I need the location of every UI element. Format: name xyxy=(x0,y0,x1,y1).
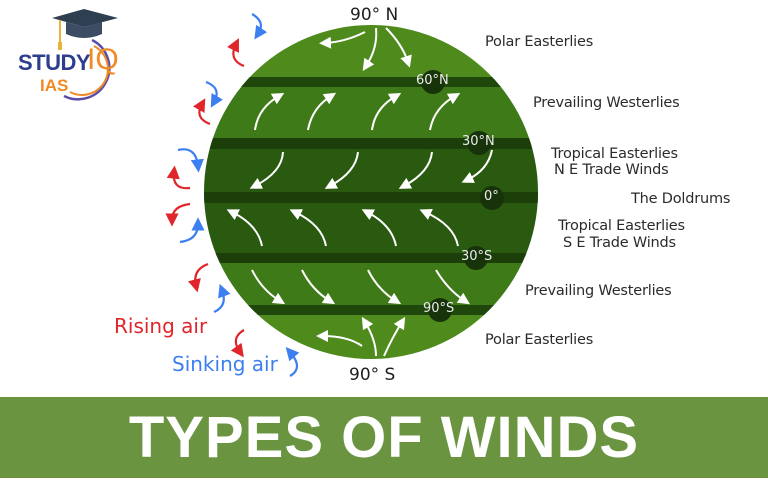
title-banner: TYPES OF WINDS xyxy=(0,397,768,478)
zone-polar-easterlies-north: Polar Easterlies xyxy=(485,34,594,50)
zone-prevailing-westerlies-south: Prevailing Westerlies xyxy=(525,283,672,299)
north-pole-label: 90° N xyxy=(350,5,399,25)
south-pole-label: 90° S xyxy=(349,365,396,385)
zone-polar-easterlies-south: Polar Easterlies xyxy=(485,332,594,348)
band-30s xyxy=(204,253,538,263)
zone-tropical-easterlies-north: Tropical Easterlies xyxy=(551,146,678,162)
zone-ne-trade-winds: N E Trade Winds xyxy=(554,162,669,178)
zone-tropical-easterlies-south: Tropical Easterlies xyxy=(558,218,685,234)
band-30n xyxy=(204,138,538,149)
study-iq-logo: STUDY IQ IAS xyxy=(14,6,134,106)
band-90s xyxy=(204,305,538,315)
globe xyxy=(204,25,538,359)
logo-iq-text: IQ xyxy=(87,43,119,76)
marker-90s: 90°S xyxy=(423,301,455,316)
logo-ias-text: IAS xyxy=(40,76,69,95)
zone-doldrums: The Doldrums xyxy=(631,191,731,207)
zone-prevailing-westerlies-north: Prevailing Westerlies xyxy=(533,95,680,111)
marker-30n: 30°N xyxy=(462,134,495,149)
graduation-cap-icon xyxy=(52,9,118,101)
logo-study-text: STUDY xyxy=(18,50,91,75)
latitude-markers xyxy=(421,70,504,322)
banner-title: TYPES OF WINDS xyxy=(128,404,640,470)
legend-sinking-air: Sinking air xyxy=(172,352,278,376)
marker-60n: 60°N xyxy=(416,73,449,88)
band-equator xyxy=(204,192,538,203)
zone-se-trade-winds: S E Trade Winds xyxy=(563,235,676,251)
marker-equator: 0° xyxy=(484,189,499,204)
globe-diagram xyxy=(165,13,538,377)
marker-30s: 30°S xyxy=(461,249,493,264)
legend-rising-air: Rising air xyxy=(114,314,208,338)
band-60n xyxy=(204,77,538,87)
